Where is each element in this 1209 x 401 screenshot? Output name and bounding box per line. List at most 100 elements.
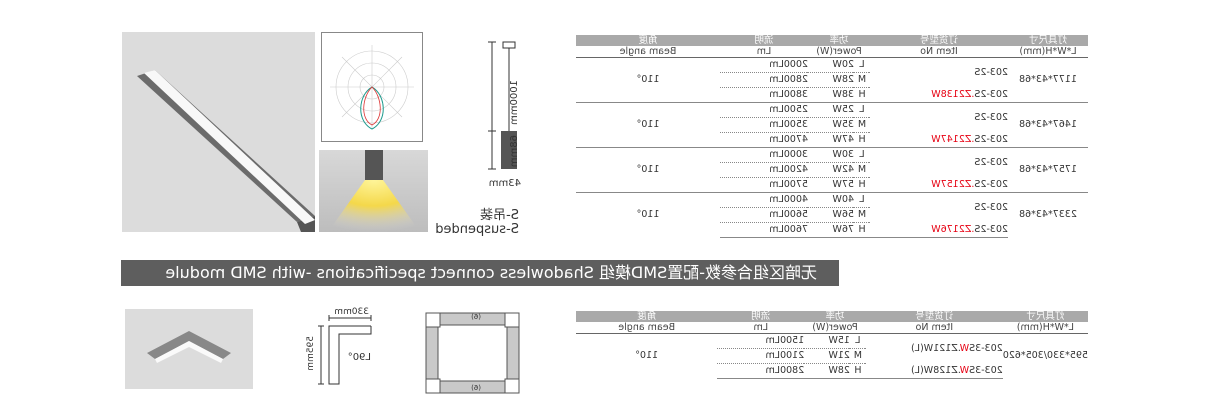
size-cell: 1757*43*68 <box>1008 147 1088 193</box>
dim-68-label: 68mm <box>509 135 520 168</box>
flux-cell: 2800Lm <box>720 72 808 88</box>
item-highlight: W <box>960 342 970 354</box>
item-number: 203-2S.Z2147W <box>870 133 1008 148</box>
header-size: 灯具尺寸 <box>1002 311 1088 322</box>
item-prefix: 203-2S <box>974 223 1008 235</box>
subheader-flux: Lm <box>720 46 808 58</box>
dim-43-label: 43mm <box>488 178 521 189</box>
module-label-top: (6) <box>471 313 481 321</box>
suspended-caption-cn: S-吊装 <box>480 208 519 223</box>
size-cell: 1177*43*68 <box>1008 57 1088 103</box>
item-prefix: 203-2S <box>974 133 1008 145</box>
item-number: 203-3SW.Z128W(L) <box>865 363 1003 379</box>
angle-label: L90° <box>347 352 371 363</box>
level-cell: M <box>854 72 870 88</box>
level-cell: M <box>854 207 870 223</box>
subheader-size: L*W*H(mm) <box>1002 322 1088 334</box>
flux-cell: 2000Lm <box>720 57 808 73</box>
item-highlight: .Z2138W <box>931 88 975 100</box>
flux-cell: 1500Lm <box>717 333 805 349</box>
level-cell: L <box>854 192 870 208</box>
level-cell: H <box>858 89 866 100</box>
level-cell: M <box>854 117 870 133</box>
power-cell: 30W <box>808 147 854 163</box>
item-highlight: .Z2147W <box>931 133 975 145</box>
header-flux: 流明 <box>717 311 805 322</box>
flux-cell: 2500Lm <box>720 102 808 118</box>
header-angle: 角度 <box>576 311 718 322</box>
power-cell: 47W <box>832 134 854 145</box>
item-prefix: 203-2S <box>974 66 1008 78</box>
angle-cell: 110° <box>576 333 718 379</box>
level-cell: H <box>858 134 866 145</box>
flux-cell: 4000Lm <box>720 192 808 208</box>
connector-module-diagram <box>425 312 520 394</box>
flux-cell: 5700Lm <box>769 179 808 190</box>
flux-cell: 3800Lm <box>769 89 808 100</box>
flux-cell: 3500Lm <box>720 117 808 133</box>
flux-cell: 2100Lm <box>717 348 805 364</box>
header-power: 功率 <box>804 311 866 322</box>
item-prefix: 203-2S <box>974 178 1008 190</box>
header-power: 功率 <box>808 35 870 46</box>
item-prefix: 203-2S <box>974 156 1008 168</box>
power-cell: 20W <box>808 57 854 73</box>
flux-cell: 3000Lm <box>720 147 808 163</box>
angle-cell: 110° <box>576 192 720 238</box>
level-cell: H <box>858 179 866 190</box>
angle-cell: 110° <box>576 147 720 193</box>
power-cell: 21W <box>804 348 850 364</box>
level-cell: L <box>854 147 870 163</box>
subheader-angle: Beam angle <box>576 46 720 58</box>
level-cell: H <box>854 222 870 238</box>
level-cell: L <box>854 57 870 73</box>
corner-product-photo <box>125 309 253 389</box>
power-cell: 28W <box>808 72 854 88</box>
power-cell: 76W <box>808 222 854 238</box>
power-cell: 42W <box>808 162 854 178</box>
item-number: 203-3SW.Z121W(L) <box>865 333 1003 364</box>
dim-1000-label: 1000mm <box>509 80 520 125</box>
angle-cell: 110° <box>576 102 720 148</box>
item-suffix: .Z121W(L) <box>911 342 961 354</box>
power-cell: 25W <box>808 102 854 118</box>
flux-cell: 4200Lm <box>720 162 808 178</box>
subheader-size: L*W*H(mm) <box>1008 46 1088 58</box>
power-cell: 38W <box>832 89 854 100</box>
angle-cell: 110° <box>576 57 720 103</box>
flux-cell: 4700Lm <box>769 134 808 145</box>
item-number: 203-2S <box>870 102 1008 133</box>
item-highlight: .Z2176W <box>931 223 975 235</box>
level-cell: L <box>849 333 866 349</box>
item-number: 203-2S <box>870 192 1008 223</box>
header-size: 灯具尺寸 <box>1008 35 1088 46</box>
header-row: 灯具尺寸 订货型号 功率 流明 角度 <box>576 35 1088 46</box>
item-prefix: 203-2S <box>974 201 1008 213</box>
item-prefix: 203-2S <box>974 111 1008 123</box>
size-cell: 1467*43*68 <box>1008 102 1088 148</box>
subheader-flux: Lm <box>717 322 805 334</box>
power-cell: 15W <box>804 333 850 349</box>
level-cell: L <box>854 102 870 118</box>
power-cell: 57W <box>832 179 854 190</box>
dim-330-label: 330mm <box>334 307 369 317</box>
size-cell: 595*330/305*620 <box>1002 333 1088 379</box>
dim-595-label: 595mm <box>306 336 316 371</box>
subheader-item: Item No <box>870 46 1008 58</box>
level-cell: M <box>854 162 870 178</box>
item-number: 203-2S.Z2157W <box>870 178 1008 193</box>
header-flux: 流明 <box>720 35 808 46</box>
level-cell: M <box>849 348 866 364</box>
power-cell: 35W <box>808 117 854 133</box>
flux-cell: 5600Lm <box>720 207 808 223</box>
suspension-diagram <box>488 41 517 170</box>
item-number: 203-2S <box>870 147 1008 178</box>
item-prefix: 203-2S <box>974 88 1008 100</box>
subheader-angle: Beam angle <box>576 322 718 334</box>
flux-cell: 7600Lm <box>720 222 808 238</box>
